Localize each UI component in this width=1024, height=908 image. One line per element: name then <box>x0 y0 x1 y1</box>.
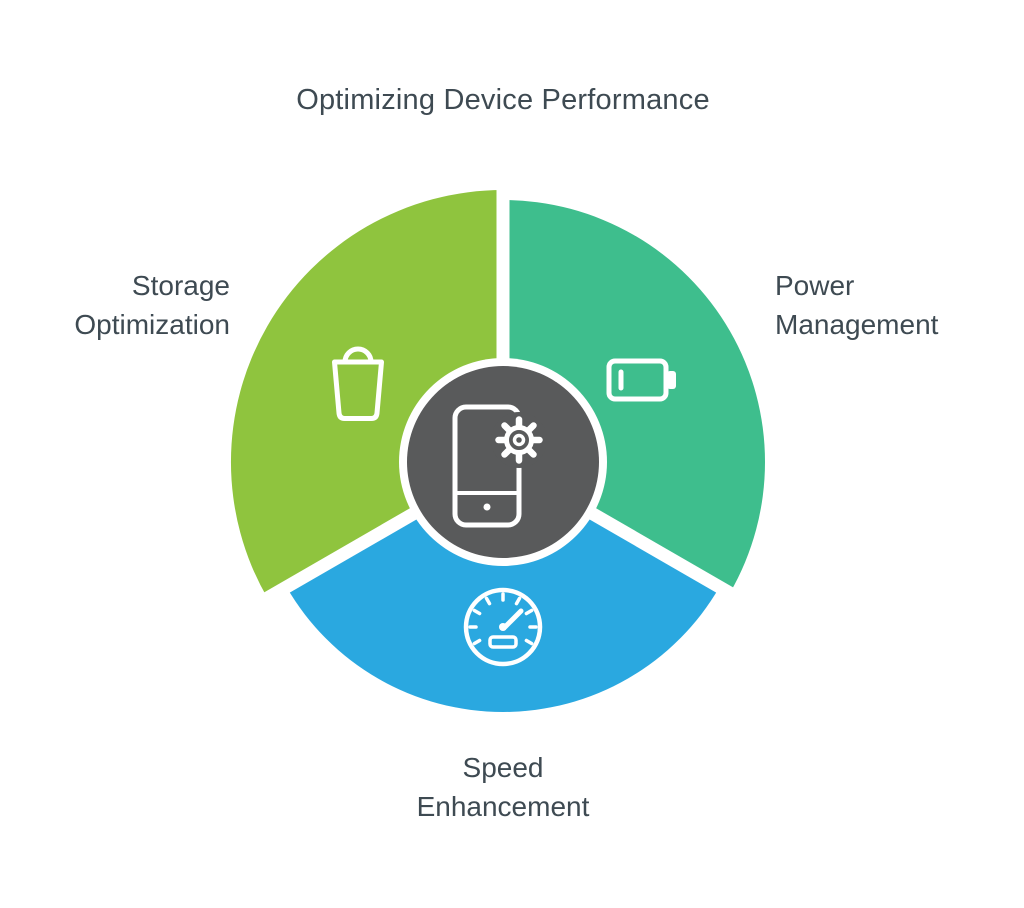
speedometer-readout <box>488 635 518 649</box>
trash-bin-handle <box>342 346 374 365</box>
speedometer-icon <box>463 587 543 667</box>
battery-icon <box>606 358 676 402</box>
phone-gear-icon <box>452 404 547 528</box>
battery-body <box>606 358 669 402</box>
storage-label: Storage Optimization <box>74 270 230 340</box>
speed-label: Speed Enhancement <box>416 752 590 822</box>
speedometer-needle <box>502 608 524 630</box>
power-label: Power Management <box>775 270 939 340</box>
battery-terminal <box>667 371 676 389</box>
gear-ring <box>504 425 534 455</box>
phone-home-dot <box>483 503 491 511</box>
speedometer-dial <box>463 587 543 667</box>
speedometer-ticks <box>468 592 538 646</box>
diagram-title: Optimizing Device Performance <box>296 84 710 116</box>
trash-bin-icon <box>332 346 384 421</box>
gear-hole <box>512 433 526 447</box>
speedometer-hub <box>499 623 507 631</box>
speed-wedge <box>286 462 720 712</box>
gear-teeth <box>495 416 543 464</box>
trash-bin-body <box>332 359 384 421</box>
